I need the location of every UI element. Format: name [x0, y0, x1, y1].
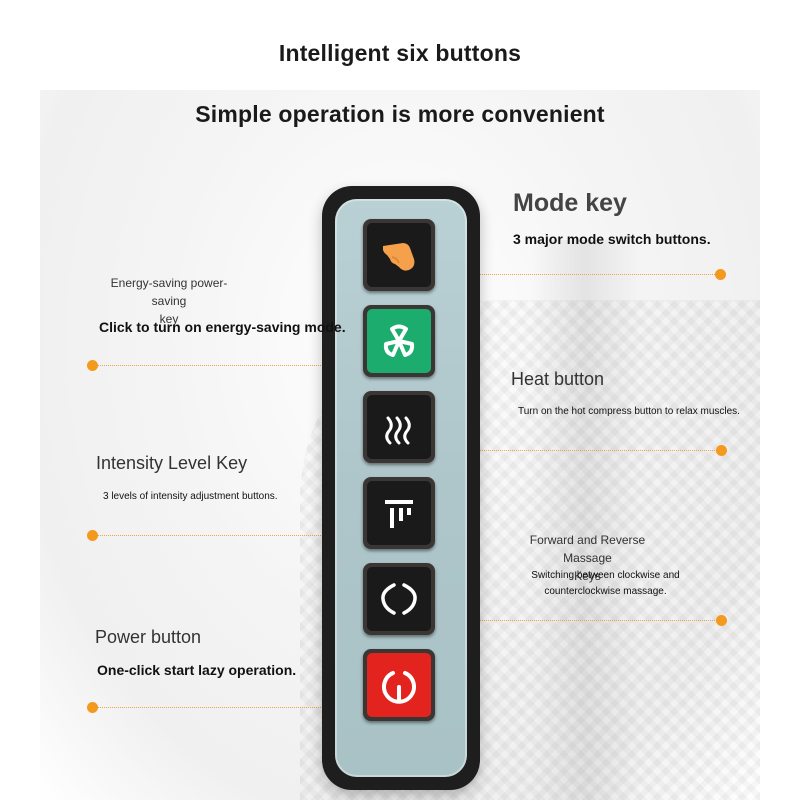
mode-button[interactable] [363, 219, 435, 291]
mode-key-title: Mode key [513, 189, 627, 217]
hand-icon [383, 243, 415, 271]
heat-waves-icon [385, 416, 411, 445]
intensity-callout-dot [87, 530, 98, 541]
mode-callout-line [437, 274, 715, 275]
page-title: Intelligent six buttons [278, 40, 522, 66]
rotate-icon [381, 583, 417, 615]
leaf-icon [383, 324, 415, 357]
remote-control [322, 186, 480, 790]
intensity-bars-icon [385, 500, 413, 528]
heat-button[interactable] [363, 391, 435, 463]
energy-callout-dot [87, 360, 98, 371]
energy-callout-line [97, 365, 363, 366]
forward-reverse-button[interactable] [363, 563, 435, 635]
intensity-level-button[interactable] [363, 477, 435, 549]
power-callout-dot [87, 702, 98, 713]
heat-button-title: Heat button [511, 369, 605, 389]
power-button-title: Power button [95, 627, 202, 647]
direction-key-title: Forward and Reverse Massage Keys [529, 533, 646, 583]
direction-callout-dot [716, 615, 727, 626]
intensity-key-title: Intensity Level Key [96, 453, 248, 473]
page-subtitle: Simple operation is more convenient [195, 101, 605, 127]
power-icon [382, 671, 416, 704]
direction-key-desc: Switching between clockwise and counterc… [531, 570, 680, 597]
mode-key-desc: 3 major mode switch buttons. [513, 231, 711, 247]
background-band [530, 240, 640, 800]
energy-saving-button[interactable] [363, 305, 435, 377]
heat-callout-dot [716, 445, 727, 456]
mode-callout-dot [715, 269, 726, 280]
intensity-key-desc: 3 levels of intensity adjustment buttons… [103, 491, 278, 502]
power-button-desc: One-click start lazy operation. [97, 662, 297, 678]
intensity-callout-line [97, 535, 363, 536]
energy-key-title: Energy-saving power-saving key [110, 276, 228, 326]
direction-callout-line [437, 620, 717, 621]
heat-button-desc: Turn on the hot compress button to relax… [518, 406, 740, 417]
energy-key-desc: Click to turn on energy-saving mode. [99, 319, 346, 335]
heat-callout-line [437, 450, 719, 451]
power-callout-line [97, 707, 363, 708]
power-button[interactable] [363, 649, 435, 721]
